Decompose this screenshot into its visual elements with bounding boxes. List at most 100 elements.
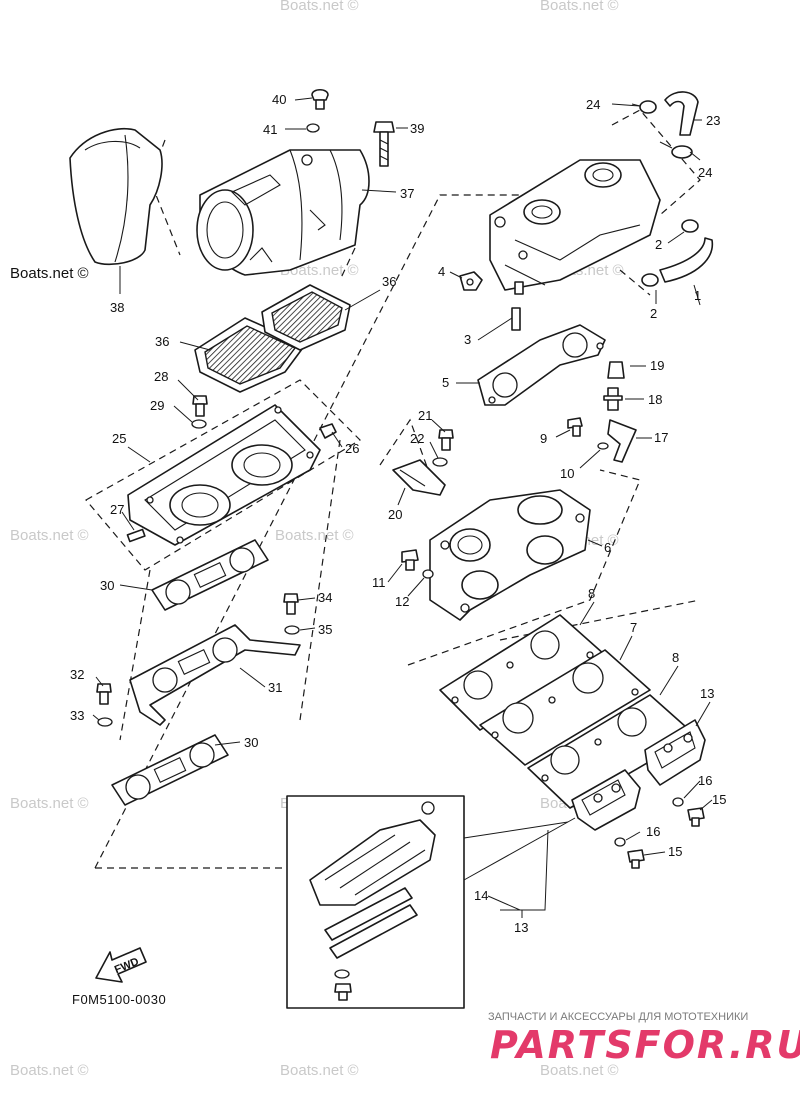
callout-23: 23: [706, 113, 720, 128]
part-38-intake-elbow[interactable]: [69, 128, 163, 266]
callout-7: 7: [630, 620, 637, 635]
callout-24: 24: [586, 97, 600, 112]
callout-25: 25: [112, 431, 126, 446]
callout-2: 2: [655, 237, 662, 252]
part-13-reed-valve[interactable]: [571, 769, 641, 831]
part-16-washer[interactable]: [672, 797, 684, 807]
callout-26: 26: [345, 441, 359, 456]
callout-4: 4: [438, 264, 445, 279]
part-2-clamp[interactable]: [641, 273, 659, 287]
part-35-washer[interactable]: [284, 625, 300, 635]
part-23-hose[interactable]: [664, 91, 699, 136]
callout-15: 15: [712, 792, 726, 807]
carburetor-assembly[interactable]: [489, 159, 661, 295]
inset-box-reed-valve-detail: [286, 795, 465, 1009]
watermark-faded: Boats.net ©: [10, 527, 89, 544]
callout-33: 33: [70, 708, 84, 723]
partsfor-logo: PARTSFOR.RU: [490, 1023, 800, 1067]
part-22-washer[interactable]: [432, 457, 448, 467]
watermark-boats-net: Boats.net ©: [10, 265, 89, 282]
callout-3: 3: [464, 332, 471, 347]
callout-22: 22: [410, 431, 424, 446]
callout-21: 21: [418, 408, 432, 423]
callout-10: 10: [560, 466, 574, 481]
part-7-spacer-plate[interactable]: [479, 649, 651, 766]
part-19-cap[interactable]: [607, 361, 625, 379]
part-3-stud[interactable]: [511, 307, 521, 331]
callout-6: 6: [604, 540, 611, 555]
part-34-bolt[interactable]: [283, 593, 299, 615]
watermark-faded: Boats.net ©: [275, 527, 354, 544]
part-39-bolt[interactable]: [373, 121, 395, 167]
forward-direction-arrow: FWD: [95, 947, 147, 983]
callout-13: 13: [700, 686, 714, 701]
inset-leader: [463, 817, 576, 881]
part-17-bracket[interactable]: [607, 419, 637, 463]
callout-18: 18: [648, 392, 662, 407]
part-29-washer[interactable]: [191, 419, 207, 429]
part-12-washer[interactable]: [422, 569, 434, 579]
part-8-gasket[interactable]: [439, 614, 606, 731]
callout-13: 13: [514, 920, 528, 935]
part-15-screw[interactable]: [687, 807, 705, 827]
part-15-screw[interactable]: [627, 849, 645, 869]
part-30-gasket[interactable]: [111, 734, 229, 806]
watermark-faded: Boats.net ©: [280, 1062, 359, 1079]
part-31-bracket[interactable]: [129, 624, 301, 726]
callout-14: 14: [474, 888, 488, 903]
part-21-bolt[interactable]: [438, 429, 454, 451]
callout-16: 16: [646, 824, 660, 839]
callout-40: 40: [272, 92, 286, 107]
part-25-silencer-case[interactable]: [127, 404, 321, 546]
callout-leaders: [92, 97, 713, 918]
callout-17: 17: [654, 430, 668, 445]
part-4-nut[interactable]: [459, 271, 483, 291]
callout-1: 1: [694, 288, 701, 303]
callout-39: 39: [410, 121, 424, 136]
part-16-washer[interactable]: [614, 837, 626, 847]
watermark-faded: Boats.net ©: [10, 795, 89, 812]
part-24-clamp[interactable]: [659, 141, 693, 159]
part-41-washer[interactable]: [306, 123, 320, 133]
callout-38: 38: [110, 300, 124, 315]
callout-28: 28: [154, 369, 168, 384]
part-13-reed-valve[interactable]: [644, 719, 706, 786]
callout-8: 8: [588, 586, 595, 601]
part-26-fitting[interactable]: [319, 423, 337, 439]
part-5-gasket[interactable]: [477, 324, 606, 406]
watermark-faded: Boats.net ©: [540, 1062, 619, 1079]
callout-31: 31: [268, 680, 282, 695]
part-6-intake-manifold[interactable]: [429, 489, 591, 621]
part-24-clamp[interactable]: [631, 100, 657, 114]
diagram-code: F0M5100-0030: [72, 992, 166, 1007]
callout-29: 29: [150, 398, 164, 413]
callout-9: 9: [540, 431, 547, 446]
part-40-screw[interactable]: [311, 88, 329, 110]
part-37-silencer-housing[interactable]: [196, 149, 370, 276]
callout-8: 8: [672, 650, 679, 665]
part-1-hose[interactable]: [659, 237, 714, 283]
part-32-bolt[interactable]: [96, 683, 112, 705]
part-2-clamp[interactable]: [681, 219, 699, 233]
callout-12: 12: [395, 594, 409, 609]
callout-numbers: 40 41 39 37 38 36 36 28 29 25 26 27 30 3…: [70, 92, 726, 935]
part-10-washer[interactable]: [597, 442, 609, 450]
part-30-gasket[interactable]: [151, 539, 269, 611]
callout-11: 11: [372, 575, 386, 590]
part-11-bolt[interactable]: [401, 549, 419, 571]
callout-2: 2: [650, 306, 657, 321]
callout-19: 19: [650, 358, 664, 373]
callout-24: 24: [698, 165, 712, 180]
callout-15: 15: [668, 844, 682, 859]
inset-leader: [463, 821, 569, 839]
part-36-filter-element[interactable]: [261, 284, 351, 351]
part-27-pin[interactable]: [126, 528, 146, 543]
part-33-washer[interactable]: [97, 717, 113, 727]
callout-30: 30: [244, 735, 258, 750]
callout-5: 5: [442, 375, 449, 390]
part-20-bracket[interactable]: [392, 459, 446, 496]
part-28-bolt[interactable]: [192, 395, 208, 417]
part-9-bolt[interactable]: [567, 417, 583, 437]
part-18-valve[interactable]: [603, 387, 623, 411]
callout-16: 16: [698, 773, 712, 788]
